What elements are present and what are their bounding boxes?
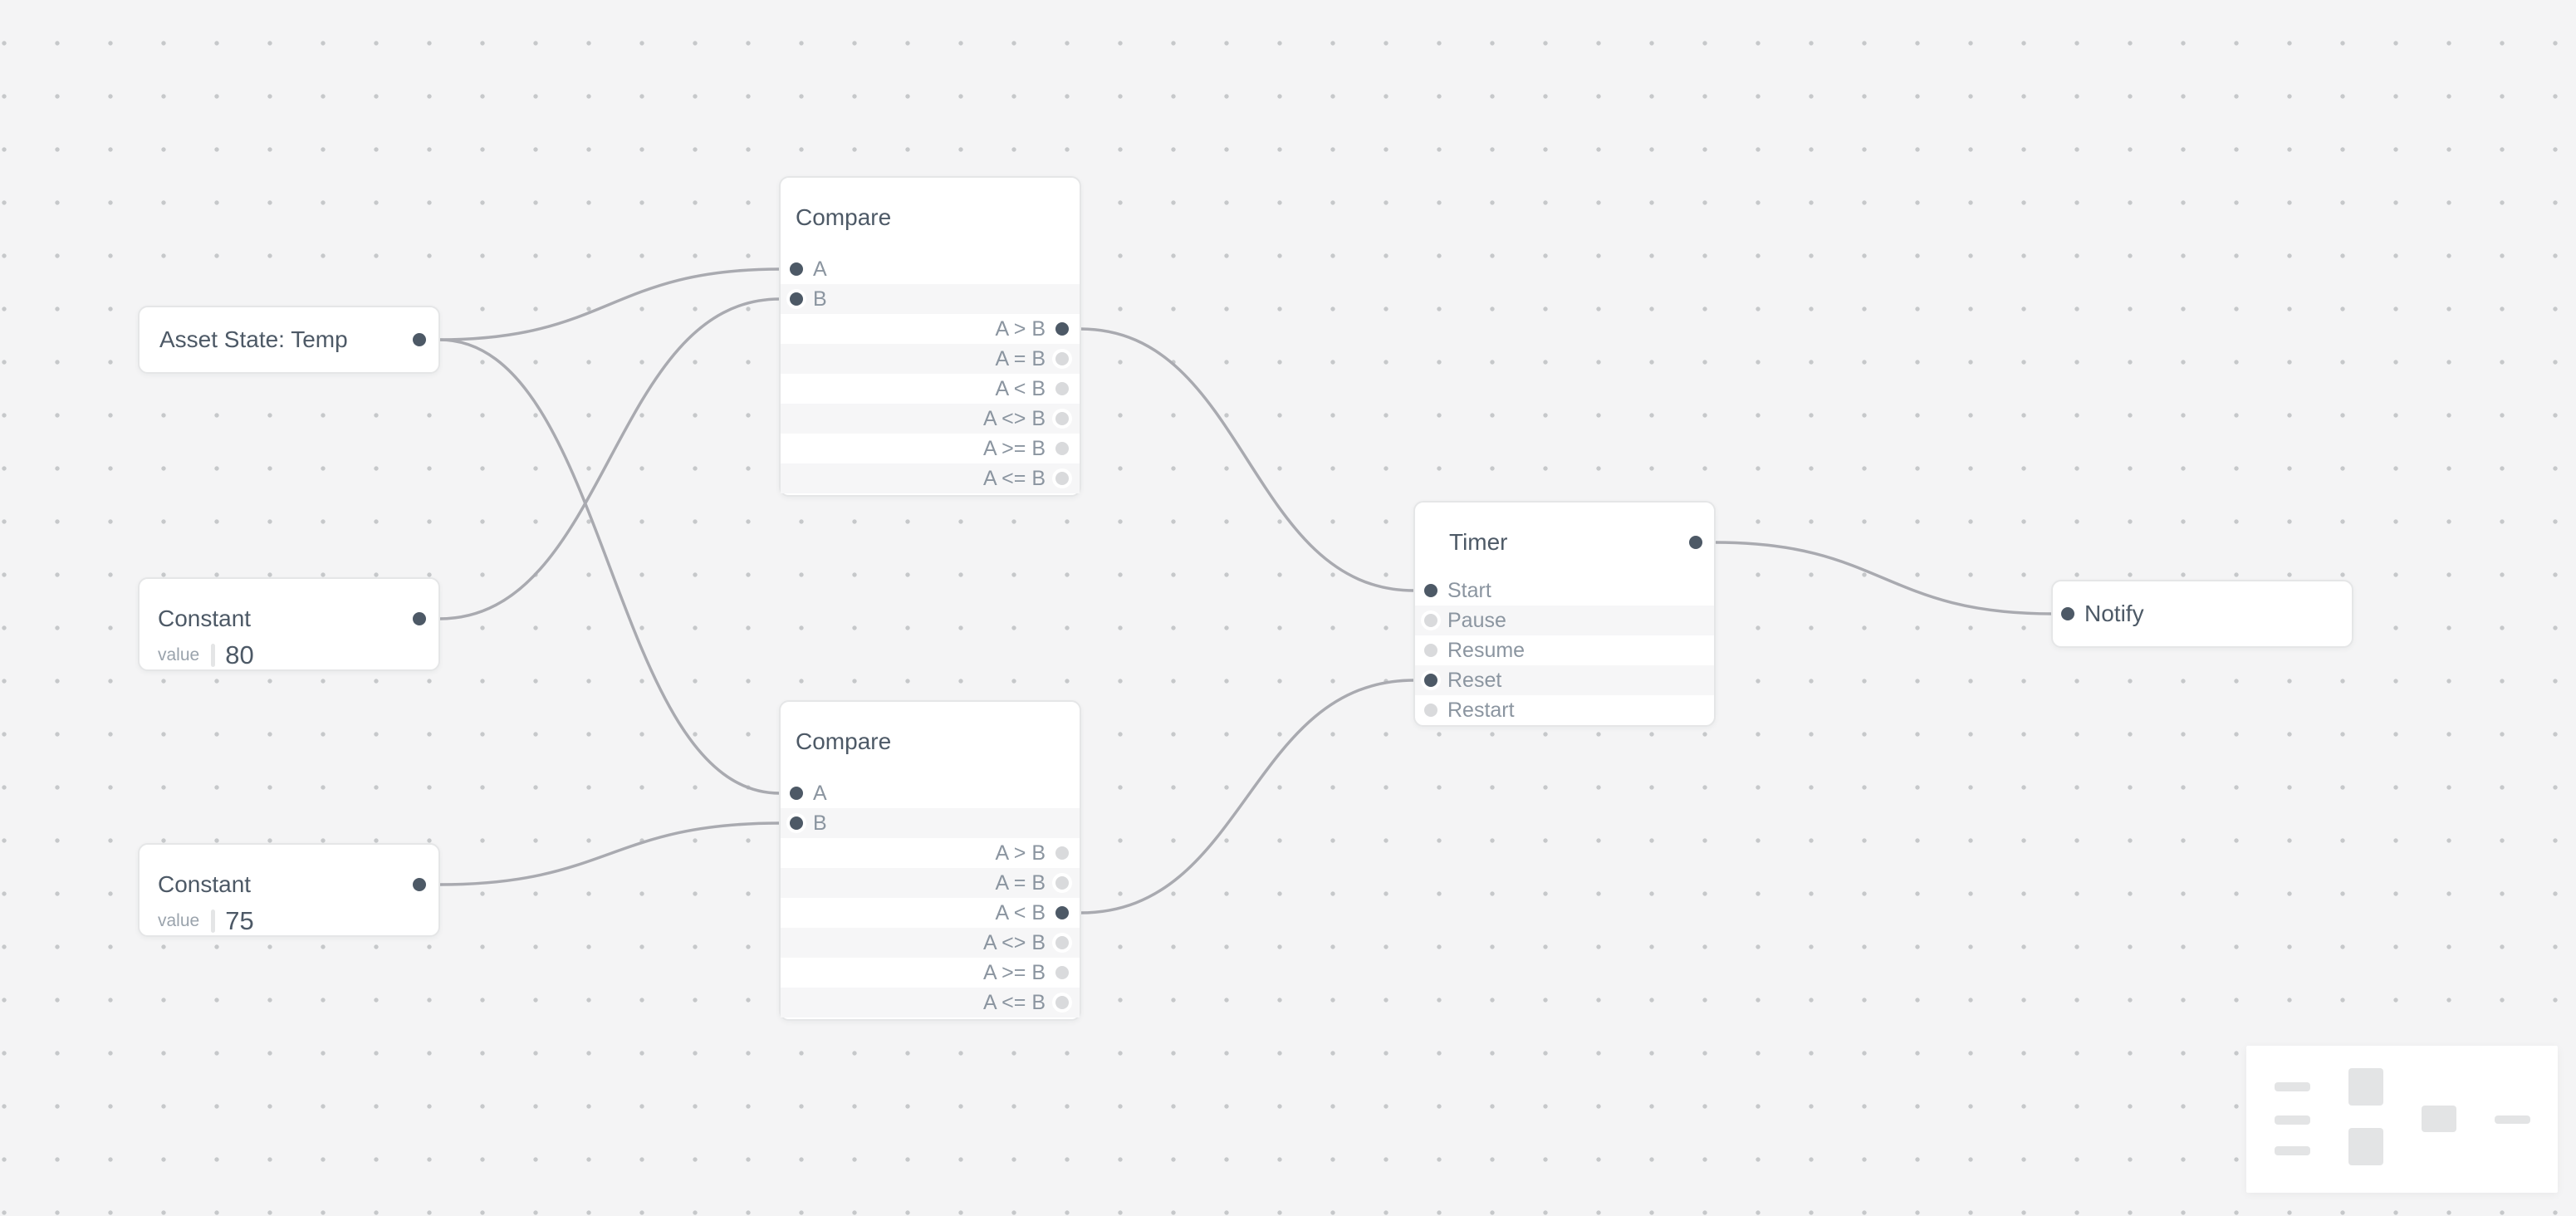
input-port[interactable]	[1424, 674, 1437, 687]
port-label: A < B	[995, 376, 1046, 400]
node-title: Constant	[158, 871, 252, 897]
minimap-node	[2348, 1128, 2383, 1165]
port-row: A < B	[781, 374, 1080, 404]
minimap[interactable]	[2246, 1046, 2558, 1193]
port-label: A >= B	[982, 436, 1046, 460]
port-label: A < B	[995, 900, 1046, 924]
value-field-value[interactable]: 75	[225, 906, 254, 935]
node-asset-state[interactable]: Asset State: Temp	[138, 306, 440, 374]
value-separator	[211, 644, 216, 667]
port-label: B	[813, 287, 827, 311]
input-port[interactable]	[2061, 607, 2074, 620]
output-port[interactable]	[1055, 906, 1069, 919]
port-label: A <> B	[982, 406, 1046, 430]
node-title: Constant	[158, 606, 252, 631]
value-separator	[211, 910, 216, 933]
port-label: A <= B	[982, 466, 1046, 490]
port-row: A <> B	[781, 928, 1080, 958]
minimap-node	[2275, 1146, 2310, 1155]
node-constant-80[interactable]: Constant value 80	[138, 577, 440, 671]
input-port[interactable]	[790, 816, 803, 830]
port-row: A	[781, 254, 1080, 284]
port-label: A > B	[995, 316, 1046, 341]
port-row: Resume	[1415, 635, 1714, 665]
port-label: A <> B	[982, 930, 1046, 954]
port-label: A <= B	[982, 990, 1046, 1014]
input-port[interactable]	[1424, 584, 1437, 597]
port-row: B	[781, 284, 1080, 314]
port-row: Start	[1415, 576, 1714, 606]
port-row: A <= B	[781, 988, 1080, 1017]
port-label: B	[813, 811, 827, 835]
port-row: A > B	[781, 838, 1080, 868]
value-row: value 80	[158, 640, 426, 670]
output-port[interactable]	[1055, 322, 1069, 336]
node-title: Notify	[2084, 601, 2144, 626]
node-title: Compare	[796, 728, 892, 754]
port-row: A > B	[781, 314, 1080, 344]
output-port[interactable]	[1055, 966, 1069, 979]
node-title: Asset State: Temp	[159, 326, 348, 352]
output-port[interactable]	[1055, 352, 1069, 365]
node-timer[interactable]: Timer Start Pause Resume Reset Restart	[1413, 501, 1716, 727]
output-port[interactable]	[413, 878, 426, 891]
port-row: A <= B	[781, 463, 1080, 493]
port-label: A	[813, 257, 827, 281]
output-port[interactable]	[1055, 996, 1069, 1009]
value-field-value[interactable]: 80	[225, 640, 254, 669]
output-port[interactable]	[1055, 876, 1069, 890]
output-port[interactable]	[1055, 382, 1069, 395]
port-label: A > B	[995, 841, 1046, 865]
minimap-node	[2422, 1106, 2456, 1132]
output-port[interactable]	[1055, 442, 1069, 455]
port-row: A = B	[781, 344, 1080, 374]
node-compare-bottom[interactable]: Compare A B A > B A = B A < B A <> B A >…	[779, 700, 1081, 1021]
port-label: A	[813, 781, 827, 805]
port-row: Reset	[1415, 665, 1714, 695]
port-row: A >= B	[781, 434, 1080, 463]
node-notify[interactable]: Notify	[2051, 580, 2353, 648]
port-label: Start	[1447, 578, 1491, 602]
input-port[interactable]	[790, 262, 803, 276]
port-row: A >= B	[781, 958, 1080, 988]
node-compare-top[interactable]: Compare A B A > B A = B A < B A <> B A >…	[779, 176, 1081, 497]
input-port[interactable]	[790, 292, 803, 306]
minimap-node	[2348, 1068, 2383, 1106]
node-constant-75[interactable]: Constant value 75	[138, 843, 440, 937]
port-row: A <> B	[781, 404, 1080, 434]
port-row: Restart	[1415, 695, 1714, 725]
output-port[interactable]	[1055, 846, 1069, 860]
output-port[interactable]	[413, 612, 426, 625]
output-port[interactable]	[1055, 472, 1069, 485]
value-row: value 75	[158, 906, 426, 936]
port-label: Pause	[1447, 608, 1506, 632]
minimap-node	[2275, 1115, 2310, 1125]
port-label: A = B	[995, 346, 1046, 370]
port-label: Restart	[1447, 698, 1515, 722]
minimap-node	[2275, 1082, 2310, 1091]
port-row: A	[781, 778, 1080, 808]
port-row: A < B	[781, 898, 1080, 928]
input-port[interactable]	[790, 787, 803, 800]
port-row: Pause	[1415, 606, 1714, 635]
port-label: Resume	[1447, 638, 1526, 662]
port-row: B	[781, 808, 1080, 838]
port-label: Reset	[1447, 668, 1502, 692]
node-title: Compare	[796, 204, 892, 230]
port-label: A = B	[995, 870, 1046, 895]
output-port[interactable]	[1055, 936, 1069, 949]
minimap-node	[2495, 1115, 2530, 1124]
output-port[interactable]	[1055, 412, 1069, 425]
port-row: A = B	[781, 868, 1080, 898]
input-port[interactable]	[1424, 704, 1437, 717]
input-port[interactable]	[1424, 614, 1437, 627]
value-field-label: value	[158, 645, 200, 664]
output-port[interactable]	[413, 333, 426, 346]
output-port[interactable]	[1689, 536, 1702, 549]
value-field-label: value	[158, 911, 200, 930]
port-label: A >= B	[982, 960, 1046, 984]
node-title: Timer	[1449, 529, 1508, 555]
input-port[interactable]	[1424, 644, 1437, 657]
